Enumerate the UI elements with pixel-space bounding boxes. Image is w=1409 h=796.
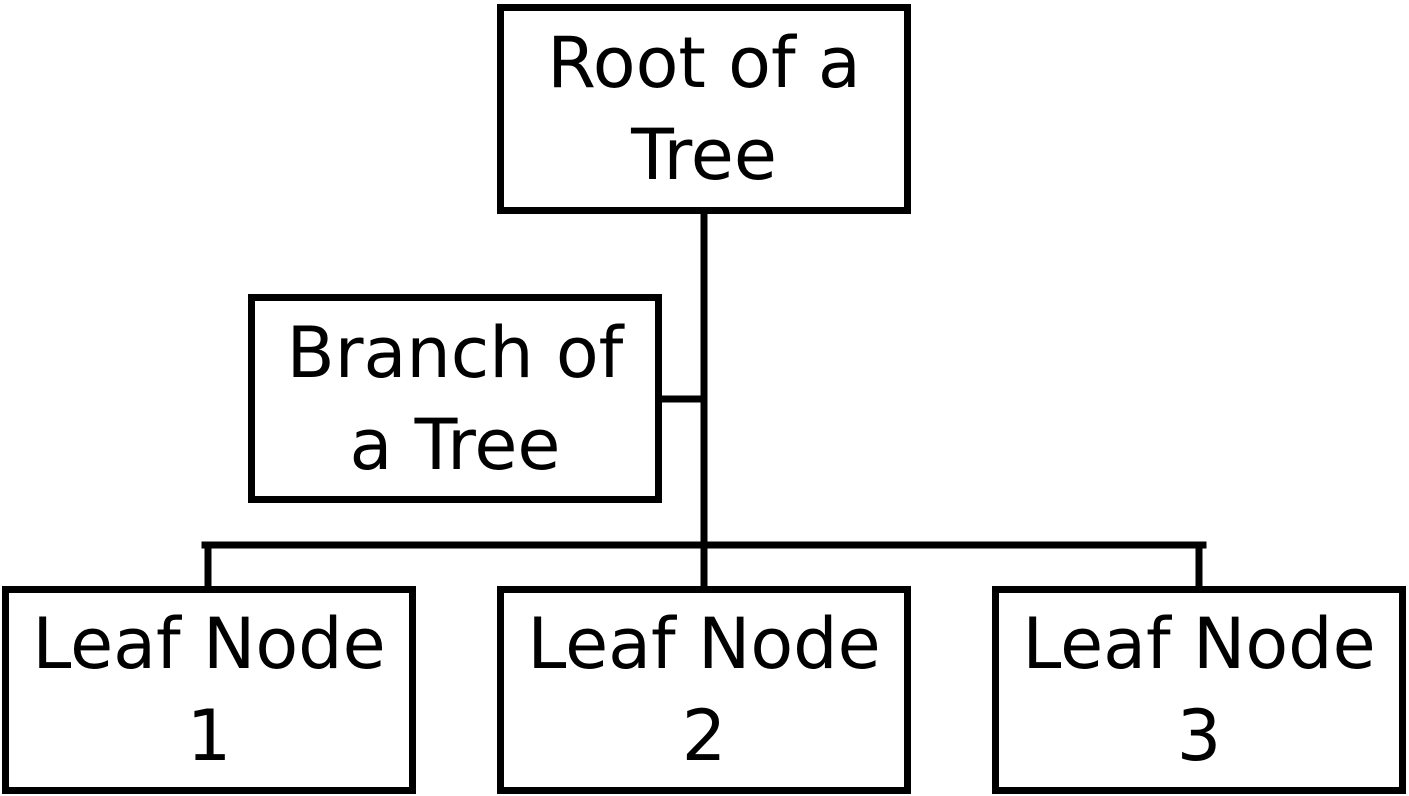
leaf-node-1-text: Leaf Node 1 xyxy=(32,598,385,782)
leaf-node-1-line2: 1 xyxy=(186,695,232,777)
branch-node-line2: a Tree xyxy=(349,403,561,486)
leaf-node-3: Leaf Node 3 xyxy=(992,586,1406,794)
leaf-node-2-text: Leaf Node 2 xyxy=(527,598,880,782)
leaf-node-3-text: Leaf Node 3 xyxy=(1022,598,1375,782)
root-node-line2: Tree xyxy=(631,114,777,196)
leaf-node-3-line2: 3 xyxy=(1176,695,1222,777)
branch-node: Branch of a Tree xyxy=(248,294,662,503)
leaf-node-2: Leaf Node 2 xyxy=(497,586,911,794)
leaf-node-2-line2: 2 xyxy=(681,695,727,777)
leaf-node-2-line1: Leaf Node xyxy=(527,603,881,685)
branch-node-line1: Branch of xyxy=(286,311,624,394)
leaf-node-1-line1: Leaf Node xyxy=(32,603,386,685)
branch-node-text: Branch of a Tree xyxy=(287,307,624,491)
root-node: Root of a Tree xyxy=(497,4,911,214)
root-node-line1: Root of a xyxy=(547,22,861,104)
root-node-text: Root of a Tree xyxy=(547,17,860,201)
leaf-node-3-line1: Leaf Node xyxy=(1022,603,1376,685)
leaf-node-1: Leaf Node 1 xyxy=(2,586,416,794)
